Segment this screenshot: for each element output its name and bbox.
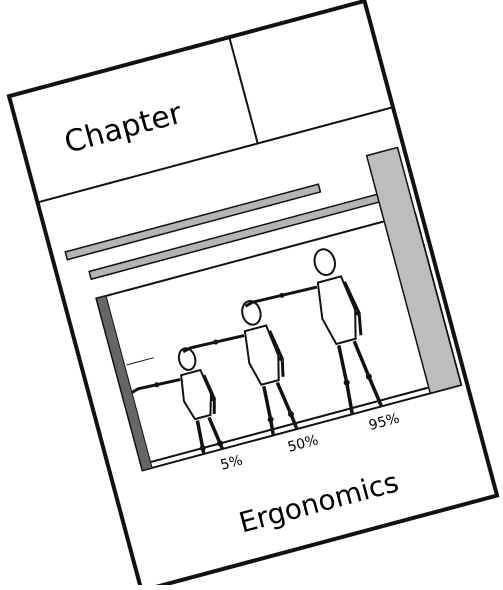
header-column-divider [228,36,259,144]
floor-line [150,386,430,464]
label-5-percent: 5% [219,453,245,474]
right-wall [365,146,463,395]
label-95-percent: 95% [367,410,401,434]
reach-marker [126,357,154,366]
header-divider [37,106,394,204]
top-shelf [64,183,322,261]
tilted-card: Chapter [6,0,500,590]
label-50-percent: 50% [286,432,320,456]
left-wall [95,295,153,472]
mannequin-50-percent [182,300,312,455]
